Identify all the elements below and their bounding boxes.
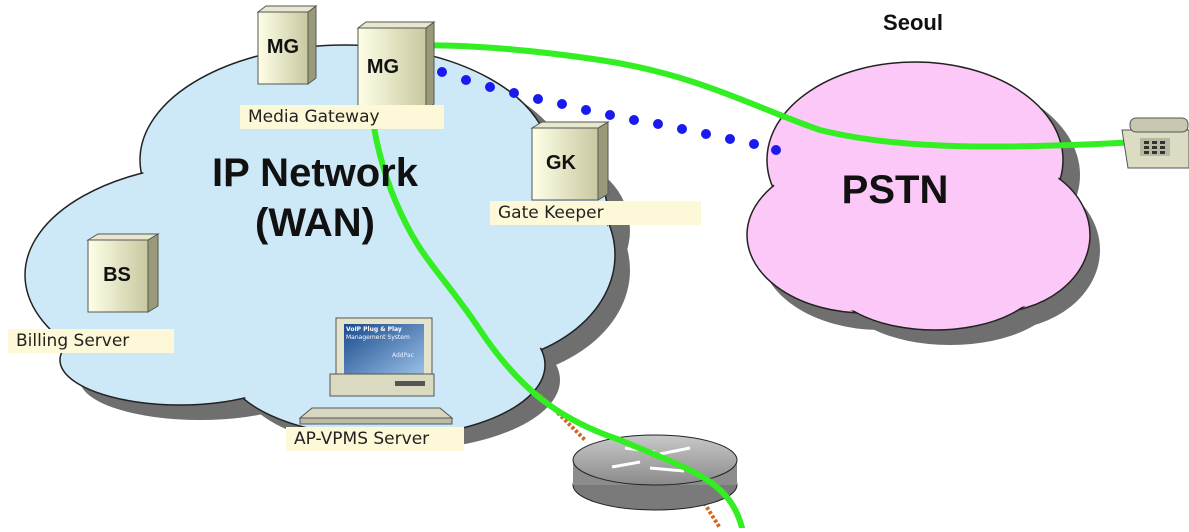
billing-server-label: Billing Server: [8, 329, 174, 353]
media-gateway-server-2: [356, 21, 436, 111]
city-label: Seoul: [883, 10, 943, 35]
vpms-server-label: AP-VPMS Server: [286, 427, 464, 451]
billing-server: [86, 233, 160, 313]
router-icon: [538, 393, 738, 530]
ip-network-title-line1: IP Network: [212, 151, 418, 195]
telephone-icon: [1121, 117, 1189, 169]
ip-network-title-line2: (WAN): [255, 201, 375, 245]
mg1-device-label: MG: [266, 36, 300, 58]
screen-brand: AddPac: [392, 352, 414, 359]
media-gateway-server-1: [256, 5, 318, 85]
gate-keeper-label: Gate Keeper: [490, 201, 701, 225]
signaling-path: [437, 67, 781, 155]
mg2-device-label: MG: [366, 56, 400, 78]
ip-network-title: IP Network (WAN): [170, 148, 460, 248]
vpms-screen-text: VoIP Plug & Play Management System AddPa…: [346, 326, 422, 360]
screen-line2: Management System: [346, 334, 410, 341]
gk-device-label: GK: [546, 152, 576, 174]
screen-line1: VoIP Plug & Play: [346, 326, 402, 333]
media-gateway-label: Media Gateway: [240, 105, 444, 129]
gatekeeper-server: [530, 121, 610, 201]
bs-device-label: BS: [103, 264, 131, 286]
pstn-title: PSTN: [841, 168, 949, 212]
vpms-computer-icon: [298, 317, 454, 425]
